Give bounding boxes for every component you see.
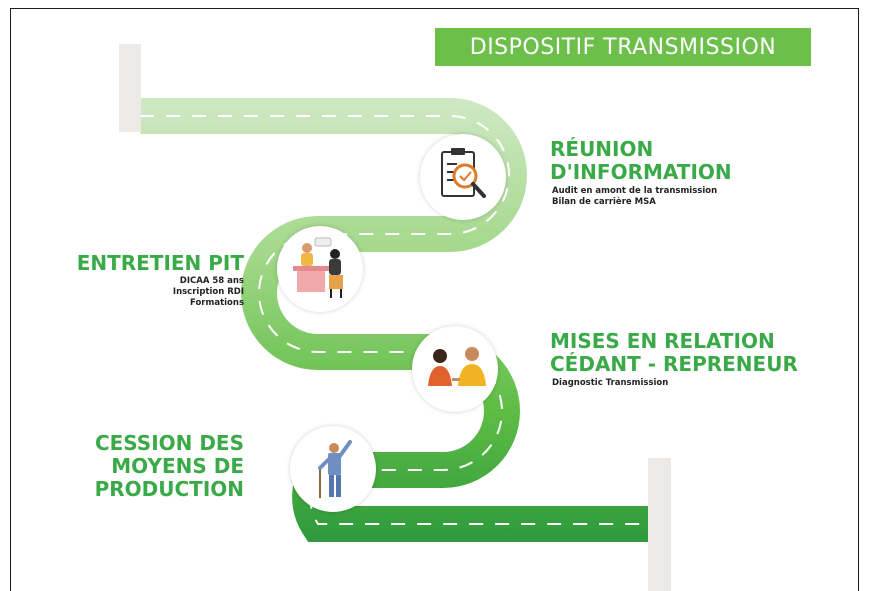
step-4-icon-circle: [290, 426, 376, 512]
step-4-title-line-2: MOYENS DE: [111, 454, 244, 478]
step-4-title: CESSION DES MOYENS DE PRODUCTION: [60, 432, 244, 501]
step-2-details: DICAA 58 ans Inscription RDI Formations: [120, 276, 244, 309]
step-1-title: RÉUNION D'INFORMATION: [550, 138, 732, 184]
clipboard-magnifier-icon: [441, 148, 486, 198]
page-frame: [10, 8, 859, 591]
step-2-detail-3: Formations: [189, 298, 244, 308]
start-post: [119, 44, 141, 132]
step-1-detail-1: Audit en amont de la transmission: [552, 186, 718, 196]
step-4-title-line-3: PRODUCTION: [94, 477, 244, 501]
step-3-title-line-2: CÉDANT - REPRENEUR: [550, 352, 798, 376]
step-2-title-line-1: ENTRETIEN PIT: [76, 251, 244, 275]
step-2-icon-circle: [277, 226, 363, 312]
two-people-talking-icon: [428, 347, 486, 386]
end-post: [648, 458, 671, 591]
step-3-detail-1: Diagnostic Transmission: [552, 378, 669, 388]
page-title: DISPOSITIF TRANSMISSION: [469, 34, 777, 60]
step-3-details: Diagnostic Transmission: [552, 378, 668, 389]
step-1-detail-2: Bilan de carrière MSA: [552, 197, 656, 207]
meeting-desk-icon: [293, 237, 343, 298]
step-4-title-line-1: CESSION DES: [94, 431, 244, 455]
step-2-detail-1: DICAA 58 ans: [179, 276, 244, 286]
farmer-with-tool-icon: [318, 440, 352, 498]
road-center-dashes: [140, 115, 648, 525]
step-2-detail-2: Inscription RDI: [172, 287, 244, 297]
step-1-title-line-1: RÉUNION: [550, 137, 654, 161]
step-1-details: Audit en amont de la transmission Bilan …: [552, 186, 717, 208]
step-3-title: MISES EN RELATION CÉDANT - REPRENEUR: [550, 330, 798, 376]
step-1-title-line-2: D'INFORMATION: [550, 160, 732, 184]
step-3-icon-circle: [412, 326, 498, 412]
page-title-banner: DISPOSITIF TRANSMISSION: [435, 28, 811, 66]
step-2-title: ENTRETIEN PIT: [60, 252, 244, 275]
step-1-icon-circle: [420, 134, 506, 220]
step-3-title-line-1: MISES EN RELATION: [550, 329, 775, 353]
